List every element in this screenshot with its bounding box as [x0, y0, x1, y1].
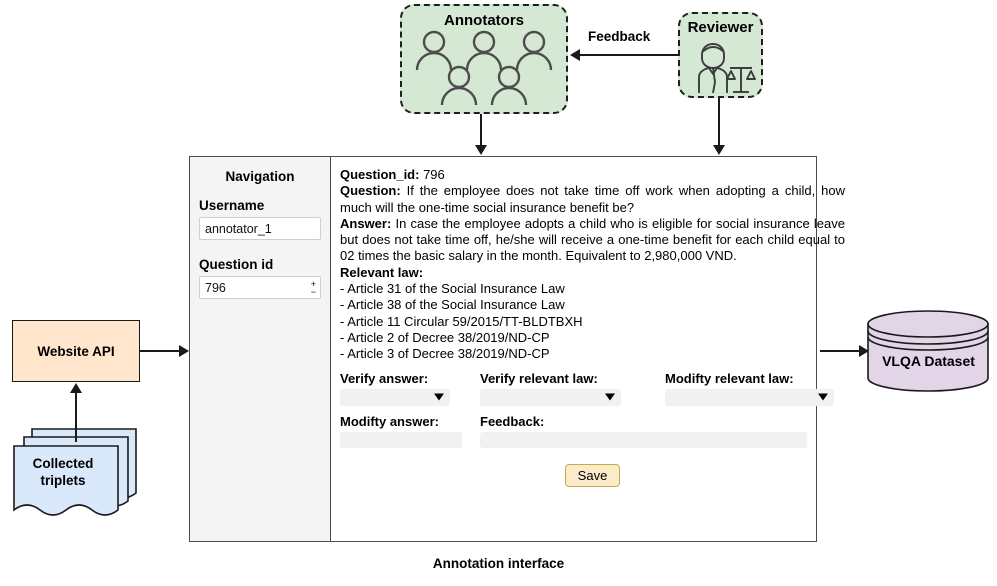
chevron-down-icon[interactable] [434, 393, 444, 401]
answer-field-value: In case the employee adopts a child who … [340, 215, 845, 264]
figure-caption: Annotation interface [432, 556, 565, 571]
list-item: - Article 31 of the Social Insurance Law [340, 281, 565, 297]
judge-scales-icon [697, 43, 756, 94]
reviewer-to-interface-arrowhead [713, 145, 725, 155]
question-id-stepper[interactable]: 796 + − [199, 276, 321, 299]
verify-answer-field: Verify answer: [340, 371, 465, 406]
annotators-title: Annotators [444, 12, 524, 29]
triplets-to-api-line [75, 392, 77, 442]
record-content: Question_id: 796 Question: If the employ… [331, 157, 854, 541]
api-to-interface-arrowhead [179, 345, 189, 357]
annotation-interface-panel: Navigation Username annotator_1 Question… [189, 156, 845, 542]
list-item: - Article 3 of Decree 38/2019/ND-CP [340, 346, 550, 362]
modify-answer-input[interactable] [340, 431, 462, 448]
verify-relevant-law-label: Verify relevant law: [480, 370, 598, 386]
reviewer-box: Reviewer [678, 12, 763, 98]
collected-triplets-line1: Collected [32, 456, 94, 471]
relevant-law-field-label: Relevant law: [340, 264, 424, 280]
question-row: Question: If the employee does not take … [340, 183, 845, 216]
feedback-input[interactable] [480, 431, 807, 448]
annotators-people-icons [415, 30, 553, 105]
username-input[interactable]: annotator_1 [199, 217, 321, 240]
vlqa-dataset-label: VLQA Dataset [882, 353, 975, 369]
question-field-value: If the employee does not take time off w… [340, 183, 845, 215]
vlqa-dataset-cylinder [867, 310, 989, 392]
feedback-arrow-line [580, 54, 678, 56]
modify-relevant-law-select[interactable] [665, 388, 834, 406]
question-id-label: Question id [199, 257, 274, 272]
list-item: - Article 38 of the Social Insurance Law [340, 297, 565, 313]
question-id-spinner-icons[interactable]: + − [310, 278, 316, 297]
interface-to-dataset-line [820, 350, 862, 352]
question-id-row: Question_id: 796 [340, 167, 845, 183]
modify-answer-field: Modifty answer: [340, 414, 465, 448]
feedback-field: Feedback: [480, 414, 810, 448]
form-row-inputs: Modifty answer: Feedback: [340, 414, 845, 448]
collected-triplets-line2: triplets [40, 473, 86, 488]
feedback-edge-label: Feedback [585, 29, 654, 44]
list-item: - Article 11 Circular 59/2015/TT-BLDTBXH [340, 313, 583, 329]
website-api-box: Website API [12, 320, 140, 382]
verify-answer-label: Verify answer: [340, 370, 429, 386]
modify-relevant-law-label: Modifty relevant law: [665, 370, 794, 386]
spinner-down-icon[interactable]: − [310, 286, 316, 297]
annotation-form: Verify answer: Verify relevant law: Modi… [340, 371, 845, 487]
form-row-dropdowns: Verify answer: Verify relevant law: Modi… [340, 371, 845, 406]
chevron-down-icon[interactable] [818, 393, 828, 401]
annotators-to-interface-line [480, 114, 482, 146]
username-label: Username [199, 198, 265, 213]
relevant-law-heading: Relevant law: [340, 265, 845, 281]
record-text: Question_id: 796 Question: If the employ… [340, 167, 845, 363]
question-id-field-label: Question_id: [340, 167, 420, 182]
navigation-sidebar: Navigation Username annotator_1 Question… [190, 157, 331, 541]
verify-answer-select[interactable] [340, 388, 450, 406]
list-item: - Article 2 of Decree 38/2019/ND-CP [340, 329, 550, 345]
annotators-to-interface-arrowhead [475, 145, 487, 155]
reviewer-title: Reviewer [687, 19, 754, 36]
verify-relevant-law-select[interactable] [480, 388, 621, 406]
save-button[interactable]: Save [564, 463, 621, 487]
website-api-label: Website API [37, 343, 115, 359]
collected-triplets-stack [13, 428, 137, 516]
question-id-input[interactable]: 796 [199, 276, 321, 299]
triplets-to-api-arrowhead [70, 383, 82, 393]
verify-relevant-law-field: Verify relevant law: [480, 371, 650, 406]
feedback-arrow-head [570, 49, 580, 61]
spinner-up-icon[interactable]: + [310, 278, 316, 289]
collected-triplets-label: Collected triplets [14, 455, 112, 489]
modify-answer-label: Modifty answer: [340, 413, 439, 429]
chevron-down-icon[interactable] [605, 393, 615, 401]
feedback-label: Feedback: [480, 413, 545, 429]
answer-field-label: Answer: [340, 215, 392, 231]
reviewer-to-interface-line [718, 98, 720, 146]
modify-relevant-law-field: Modifty relevant law: [665, 371, 845, 406]
answer-row: Answer: In case the employee adopts a ch… [340, 216, 845, 265]
relevant-law-list: - Article 31 of the Social Insurance Law… [340, 281, 845, 362]
navigation-title: Navigation [225, 169, 295, 184]
question-field-label: Question: [340, 183, 401, 199]
question-id-field-value: 796 [423, 167, 445, 182]
interface-to-dataset-arrowhead [859, 345, 869, 357]
save-button-row: Save [340, 463, 845, 487]
annotators-box: Annotators [400, 4, 568, 114]
api-to-interface-line [140, 350, 182, 352]
